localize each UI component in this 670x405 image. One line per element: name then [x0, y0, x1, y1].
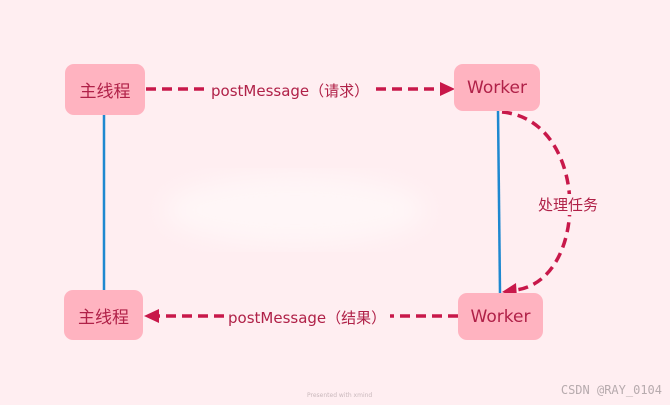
request-label: postMessage（请求） — [209, 80, 372, 101]
worker-node-top[interactable]: Worker — [454, 64, 540, 111]
worker-node-bottom[interactable]: Worker — [458, 293, 543, 340]
process-label: 处理任务 — [536, 194, 601, 215]
main-thread-node-bottom[interactable]: 主线程 — [64, 290, 143, 340]
result-label: postMessage（结果） — [226, 307, 389, 328]
watermark: CSDN @RAY_0104 — [560, 383, 662, 397]
request-arrowhead-icon — [440, 82, 455, 96]
main-thread-node-top[interactable]: 主线程 — [65, 64, 145, 115]
result-arrowhead-icon — [144, 309, 159, 323]
xmind-footer: Presented with xmind — [307, 392, 373, 399]
worker-line — [496, 109, 502, 294]
blurred-background — [165, 175, 425, 245]
